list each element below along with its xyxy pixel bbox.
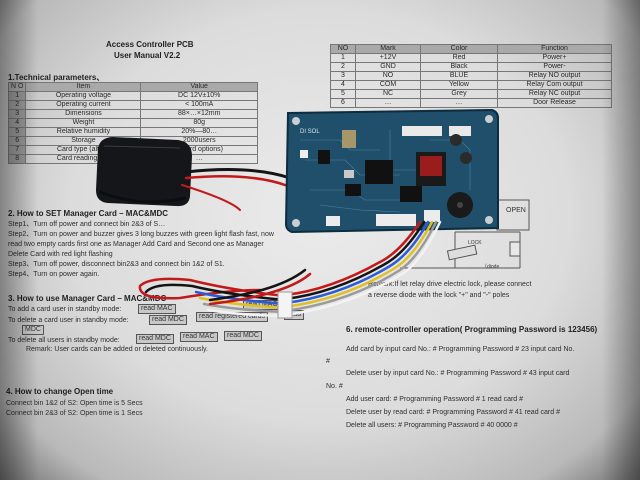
crystal (342, 130, 356, 148)
mount-hole (485, 115, 493, 123)
open-label: OPEN (506, 207, 526, 214)
chip (345, 184, 361, 196)
capacitor (450, 134, 462, 146)
mount-hole (292, 219, 300, 227)
usecard-delall-box-3: read MDC (224, 331, 262, 341)
table-cell: Door Release (497, 98, 612, 108)
remote-heading: 6. remote-controller operation( Programm… (346, 325, 598, 334)
terminal-connector (326, 216, 340, 226)
remark-line-2: a reverse diode with the lock "+" and "-… (368, 292, 510, 299)
table-cell: 8 (7, 154, 27, 164)
connector-header (449, 126, 471, 136)
pcb-board (284, 108, 499, 234)
open-button-frame (496, 199, 530, 231)
diode-label: 〈diode (482, 264, 499, 270)
relay-label (420, 156, 442, 176)
mount-hole (485, 216, 493, 224)
lock-symbol (446, 244, 478, 261)
usecard-delall-box-1: read MDC (136, 334, 174, 344)
manager-heading: 2. How to SET Manager Card – MAC&MDC (8, 209, 169, 218)
buzzer-hole (457, 202, 463, 208)
usecard-heading: 3. How to use Manager Card – MAC&MDC (8, 294, 167, 303)
wiring-diagram (400, 199, 530, 269)
manager-line-4: Delete Card with red light flashing (8, 251, 113, 258)
pcb-label: DI SOL (300, 129, 320, 135)
manager-line-3: read two empty cards first one as Manage… (8, 241, 264, 248)
remote-line-4: No. # (326, 383, 343, 390)
tech-heading: 1.Technical parameters、 (8, 73, 105, 82)
manager-line-2: Step2、Turn on power and buzzer gives 3 l… (8, 231, 274, 238)
remark-line-1: Remark:If let relay drive electric lock,… (368, 281, 532, 288)
connector-header (402, 126, 442, 136)
wire-connector (277, 291, 293, 319)
manual-title: Access Controller PCB (106, 40, 194, 49)
manager-line-6: Step4、Turn on power again. (8, 271, 100, 278)
manager-line-1: Step1、Turn off power and connect bin 2&3… (8, 221, 166, 228)
usecard-add-prefix: To add a card user in standby mode: (8, 306, 122, 313)
usecard-add-box-1: read MAC (138, 304, 176, 314)
usecard-remark: Remark: User cards can be added or delet… (26, 346, 208, 353)
wire-harness (138, 220, 442, 318)
lock-label: LOCK (468, 240, 482, 246)
table-row: 6……Door Release (330, 98, 612, 108)
usecard-del-box-4: MDC (22, 325, 44, 335)
usecard-del-prefix: To delete a card user in standby mode: (8, 317, 129, 324)
remote-line-6: Delete user by read card: # Programming … (346, 409, 560, 416)
door-button-symbol (509, 241, 521, 257)
mount-hole (292, 117, 300, 125)
led (300, 150, 308, 158)
opentime-line-1: Connect bin 1&2 of S2: Open time is 5 Se… (6, 400, 143, 407)
terminal-connector (424, 210, 440, 222)
manual-subtitle: User Manual V2.2 (114, 51, 181, 60)
microcontroller-chip (365, 160, 393, 184)
usecard-delall-box-2: read MAC (180, 332, 218, 342)
crystal-oscillator (344, 170, 354, 178)
opentime-line-2: Connect bin 2&3 of S2: Open time is 1 Se… (6, 410, 143, 417)
capacitor (460, 152, 472, 164)
chip (318, 150, 330, 164)
terminal-connector (376, 214, 416, 226)
manager-line-5: Step3、Turn off power, disconnect bin2&3 … (8, 261, 225, 268)
remote-line-5: Add user card: # Programming Password # … (346, 396, 524, 403)
chip (400, 186, 422, 202)
usecard-delall-prefix: To delete all users in standby mode: (8, 337, 120, 344)
usecard-del-box-1: read MDC (149, 315, 187, 325)
remote-line-3: Delete user by input card No.: # Program… (346, 370, 570, 377)
remote-line-7: Delete all users: # Programming Password… (346, 422, 518, 429)
remote-line-1: Add card by input card No.: # Programmin… (346, 346, 575, 353)
card-reader-box (96, 137, 192, 207)
remote-line-2: # (326, 358, 330, 365)
opentime-heading: 4. How to change Open time (6, 387, 114, 396)
